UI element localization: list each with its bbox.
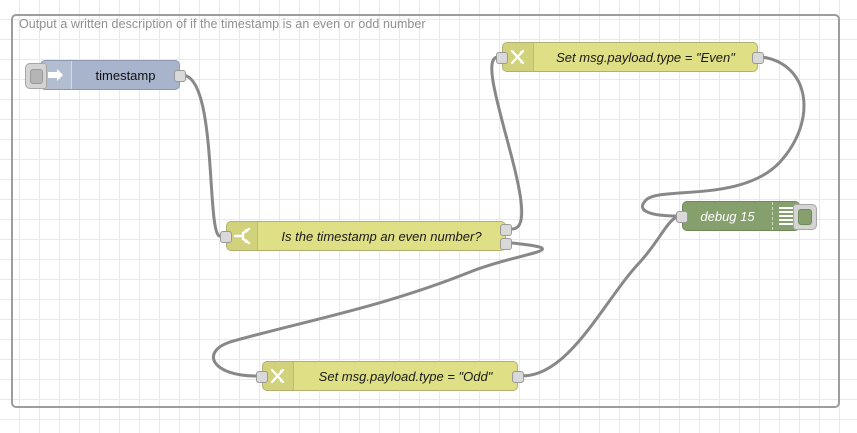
flow-group-label: Output a written description of if the t… bbox=[19, 17, 426, 31]
flow-group[interactable] bbox=[11, 14, 840, 408]
port-input-change-odd[interactable] bbox=[256, 371, 268, 383]
inject-trigger-button[interactable] bbox=[25, 63, 47, 89]
port-input-debug[interactable] bbox=[676, 211, 688, 223]
debug-lines-icon bbox=[772, 202, 799, 230]
node-change-odd-label: Set msg.payload.type = "Odd" bbox=[318, 368, 493, 384]
port-input-switch[interactable] bbox=[220, 231, 232, 243]
port-input-change-even[interactable] bbox=[496, 52, 508, 64]
change-swap-icon bbox=[263, 362, 294, 390]
port-output-change-odd[interactable] bbox=[512, 371, 524, 383]
node-debug-label: debug 15 bbox=[700, 208, 755, 224]
debug-toggle-square-icon bbox=[798, 209, 812, 225]
node-switch-label: Is the timestamp an even number? bbox=[281, 228, 482, 244]
node-change-even-label: Set msg.payload.type = "Even" bbox=[556, 49, 735, 65]
switch-fork-icon bbox=[227, 222, 258, 250]
debug-enable-toggle-button[interactable] bbox=[793, 204, 817, 230]
port-output-change-even[interactable] bbox=[752, 52, 764, 64]
node-change-even[interactable]: Set msg.payload.type = "Even" bbox=[496, 42, 764, 72]
port-output-switch-1[interactable] bbox=[500, 224, 512, 236]
port-output-inject[interactable] bbox=[174, 70, 186, 82]
node-debug-15[interactable]: debug 15 bbox=[676, 201, 817, 231]
change-swap-icon bbox=[503, 43, 534, 71]
node-switch-even-check[interactable]: Is the timestamp an even number? bbox=[220, 221, 512, 251]
node-inject-timestamp[interactable]: timestamp bbox=[25, 60, 186, 90]
port-output-switch-2[interactable] bbox=[500, 238, 512, 250]
inject-trigger-square-icon bbox=[29, 68, 43, 84]
node-inject-label: timestamp bbox=[95, 67, 156, 83]
node-change-odd[interactable]: Set msg.payload.type = "Odd" bbox=[256, 361, 524, 391]
